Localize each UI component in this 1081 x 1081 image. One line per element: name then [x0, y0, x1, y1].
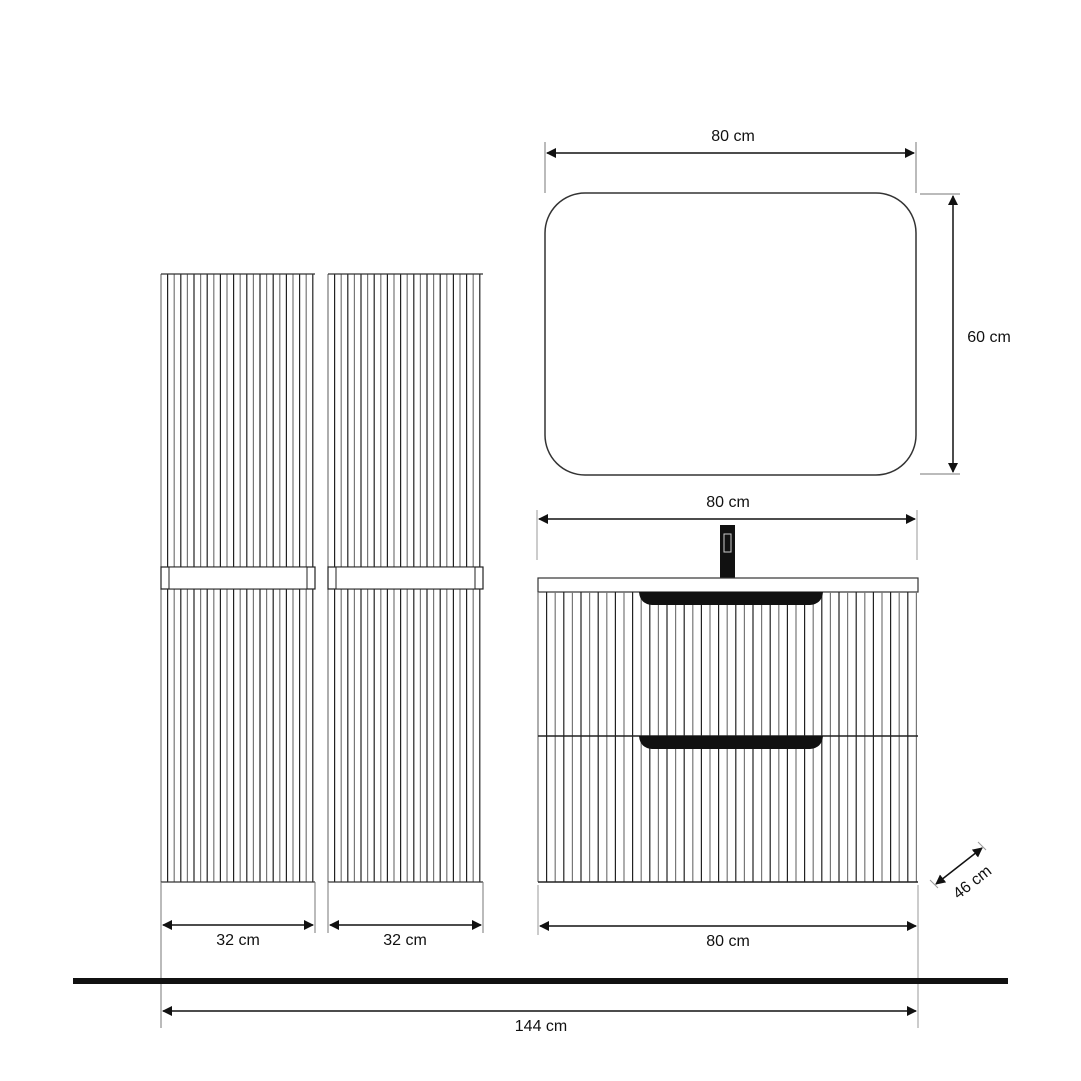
- vanity-width-label: 80 cm: [706, 933, 750, 950]
- mirror-width-dimension: [544, 142, 917, 193]
- mirror-height-label: 60 cm: [967, 329, 1011, 346]
- mirror-height-dimension: [920, 193, 960, 475]
- mirror-width-label: 80 cm: [711, 128, 755, 145]
- column-cabinet-right: [327, 273, 484, 883]
- column-right-width-dimension: [327, 882, 484, 933]
- column-right-width-label: 32 cm: [383, 932, 427, 949]
- vanity-width-dimension: [537, 885, 919, 1028]
- total-width-label: 144 cm: [514, 1018, 568, 1035]
- vanity-depth-dimension: [929, 841, 987, 889]
- floor-line: [73, 978, 1008, 984]
- column-left-width-dimension: [160, 882, 316, 1028]
- column-left-width-label: 32 cm: [216, 932, 260, 949]
- sink-top-dimension: [536, 510, 918, 560]
- vanity-unit: [537, 592, 918, 883]
- mirror: [544, 192, 917, 476]
- faucet: [720, 525, 735, 578]
- sink-top-width-label: 80 cm: [706, 494, 750, 511]
- basin-top: [537, 577, 919, 593]
- column-cabinet-left: [160, 273, 316, 883]
